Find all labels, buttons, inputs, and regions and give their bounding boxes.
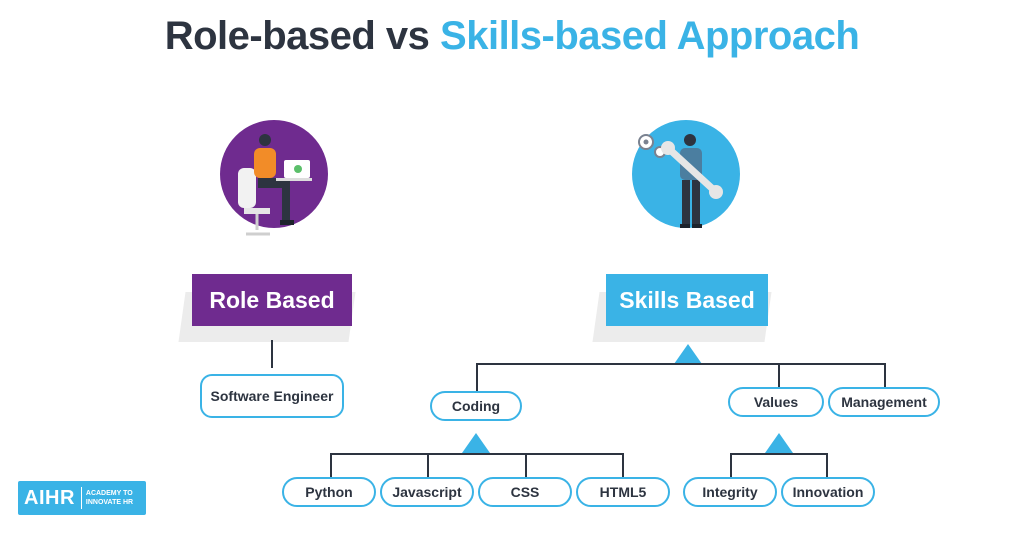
coding-node: Coding bbox=[430, 391, 522, 421]
title-role-based: Role-based vs bbox=[164, 14, 441, 58]
innovation-connector bbox=[826, 453, 828, 477]
title-skills-based: Skills-based Approach bbox=[440, 14, 860, 58]
skills-branch-triangle bbox=[674, 344, 702, 364]
values-node: Values bbox=[728, 387, 824, 417]
logo-tagline: ACADEMY TO INNOVATE HR bbox=[82, 489, 133, 507]
management-node: Management bbox=[828, 387, 940, 417]
management-connector bbox=[884, 363, 886, 387]
html5-connector bbox=[622, 453, 624, 477]
innovation-node: Innovation bbox=[781, 477, 875, 507]
aihr-logo: AIHR ACADEMY TO INNOVATE HR bbox=[18, 481, 146, 515]
logo-tagline-line2: INNOVATE HR bbox=[85, 499, 134, 506]
software-engineer-node: Software Engineer bbox=[200, 374, 344, 418]
values-horizontal-line bbox=[730, 453, 828, 455]
html5-node: HTML5 bbox=[576, 477, 670, 507]
skills-based-illustration bbox=[632, 120, 740, 228]
role-based-header: Role Based bbox=[192, 274, 352, 326]
person-at-desk-icon bbox=[238, 134, 312, 236]
coding-branch-triangle bbox=[462, 433, 490, 453]
skills-horizontal-line bbox=[476, 363, 886, 365]
integrity-connector bbox=[730, 453, 732, 477]
integrity-node: Integrity bbox=[683, 477, 777, 507]
coding-horizontal-line bbox=[330, 453, 624, 455]
values-connector bbox=[778, 363, 780, 387]
logo-mark: AIHR bbox=[24, 486, 75, 509]
javascript-connector bbox=[427, 453, 429, 477]
logo-tagline-line1: ACADEMY TO bbox=[85, 490, 133, 497]
values-branch-triangle bbox=[765, 433, 793, 453]
person-with-wrench-icon bbox=[638, 134, 723, 228]
logo-divider bbox=[80, 487, 82, 509]
page-title: Role-based vs Skills-based Approach bbox=[0, 14, 1024, 59]
role-based-illustration bbox=[220, 120, 328, 236]
python-node: Python bbox=[282, 477, 376, 507]
css-connector bbox=[525, 453, 527, 477]
coding-connector bbox=[476, 363, 478, 391]
role-connector bbox=[271, 340, 273, 368]
javascript-node: Javascript bbox=[380, 477, 474, 507]
python-connector bbox=[330, 453, 332, 477]
skills-based-header: Skills Based bbox=[606, 274, 768, 326]
css-node: CSS bbox=[478, 477, 572, 507]
